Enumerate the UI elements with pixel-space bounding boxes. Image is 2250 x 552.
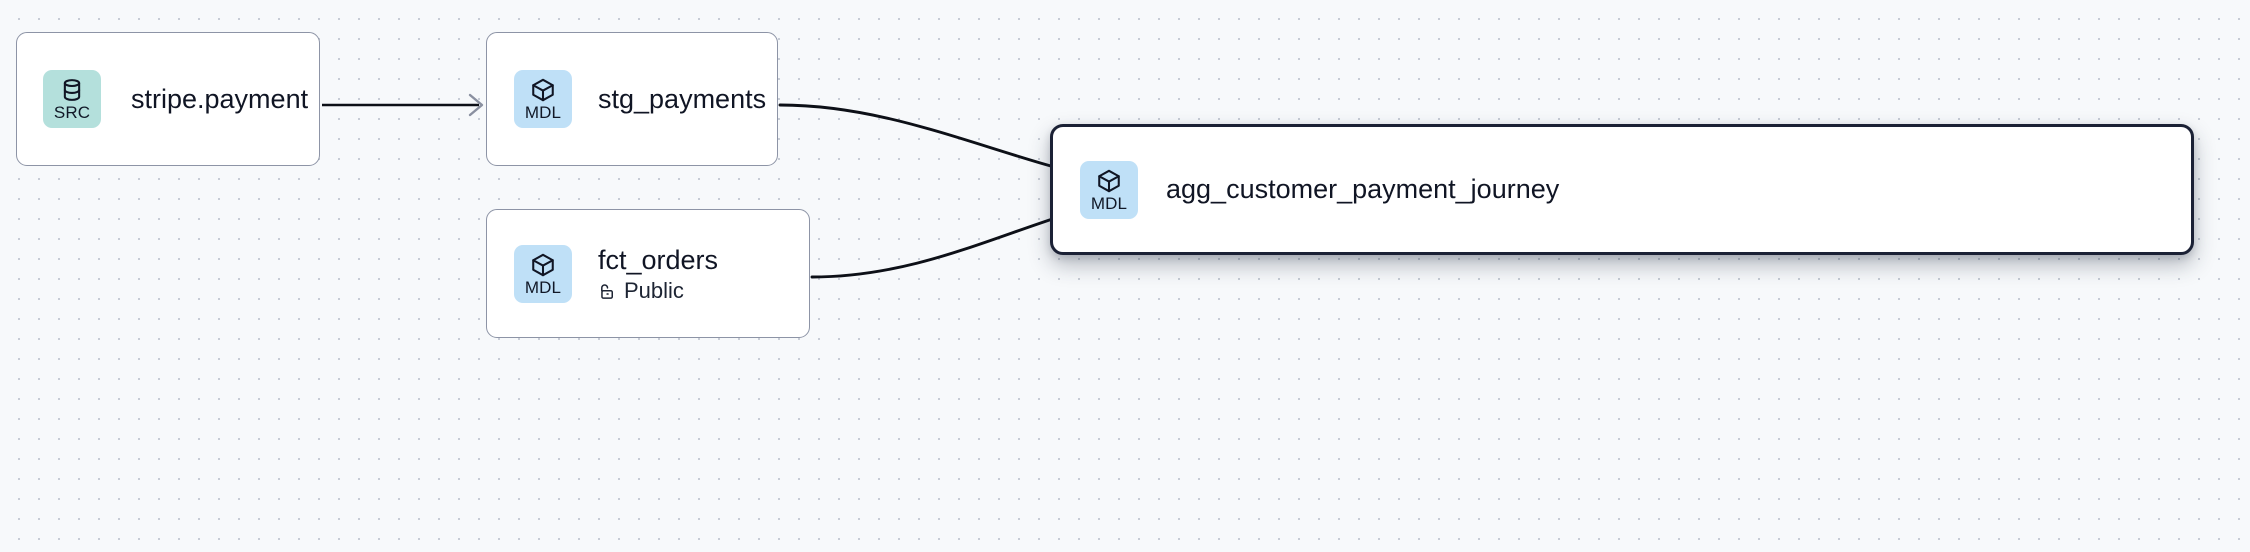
node-body: stripe.payment [131, 84, 308, 114]
node-title: stripe.payment [131, 83, 309, 114]
node-body: agg_customer_payment_journey [1166, 174, 1559, 204]
database-icon [59, 77, 85, 103]
node-body: fct_orders Public [598, 245, 718, 302]
node-type-label: MDL [1090, 193, 1128, 213]
node-agg-customer-payment-journey[interactable]: MDL agg_customer_payment_journey [1050, 124, 2194, 255]
node-type-badge-mdl: MDL [1080, 160, 1138, 219]
cube-icon [1096, 168, 1122, 194]
node-stg-payments[interactable]: MDL stg_payments [486, 32, 778, 166]
node-visibility-badge: Public [598, 280, 718, 302]
node-fct-orders[interactable]: MDL fct_orders Public [486, 209, 810, 338]
cube-icon [530, 77, 556, 103]
node-body: stg_payments [598, 84, 766, 114]
cube-icon [530, 252, 556, 278]
node-title: agg_customer_payment_journey [1166, 174, 1560, 205]
node-type-badge-src: SRC [43, 70, 101, 128]
node-type-badge-mdl: MDL [514, 70, 572, 128]
node-title: stg_payments [598, 83, 767, 114]
node-type-badge-mdl: MDL [514, 244, 572, 303]
node-stripe-payment[interactable]: SRC stripe.payment [16, 32, 320, 166]
arrowhead-icon [468, 93, 484, 117]
node-type-label: MDL [524, 103, 562, 122]
unlock-icon [598, 282, 617, 301]
node-type-label: SRC [53, 103, 91, 122]
node-type-label: MDL [524, 277, 562, 297]
edge-stripe-to-stg [322, 93, 484, 117]
node-visibility-label: Public [624, 278, 684, 304]
node-title: fct_orders [598, 244, 719, 275]
